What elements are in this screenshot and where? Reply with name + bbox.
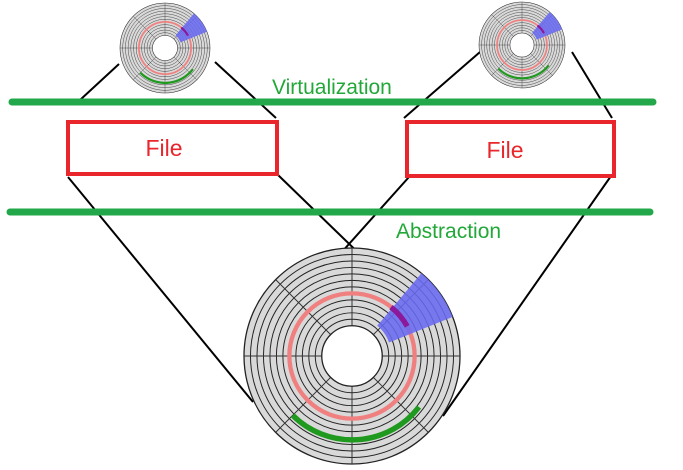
connector-line <box>442 175 612 417</box>
file-label-right: File <box>486 137 523 163</box>
disk-small-right <box>477 0 567 90</box>
connector-line <box>214 61 277 119</box>
file-box-left <box>66 120 279 176</box>
file-label-left: File <box>145 135 182 161</box>
connector-line <box>571 51 613 119</box>
disk-large <box>244 248 460 464</box>
virtualization-label: Virtualization <box>272 76 392 99</box>
abstraction-label: Abstraction <box>396 220 501 243</box>
disk-small-left <box>118 1 212 95</box>
connector-line <box>79 63 120 101</box>
connector-line <box>403 51 481 119</box>
file-box-right <box>405 120 616 178</box>
